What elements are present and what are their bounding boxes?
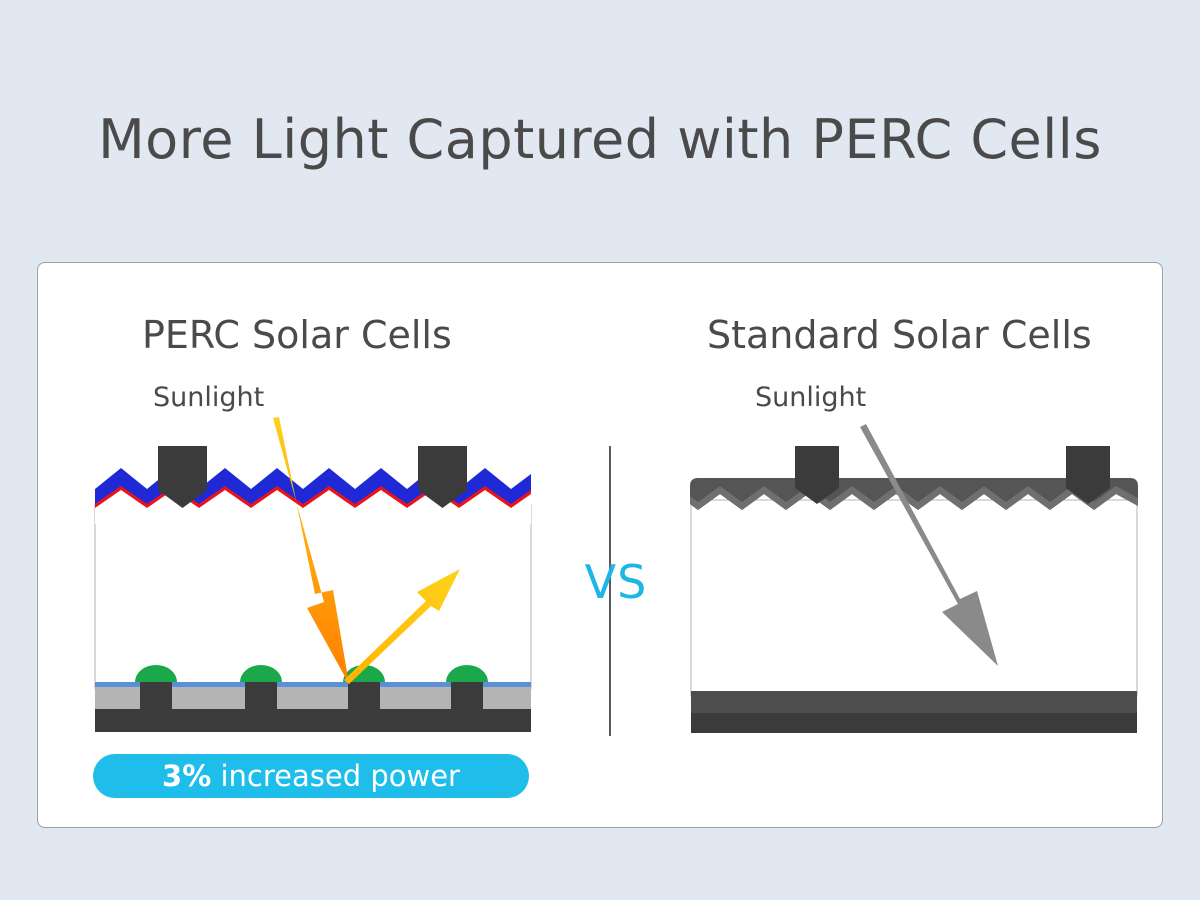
perc-rear-pillar — [348, 682, 380, 710]
panel-divider — [609, 446, 611, 736]
standard-sunlight-label: Sunlight — [755, 382, 867, 413]
vs-label: VS — [584, 555, 648, 609]
sunlight-arrow-icon — [273, 417, 349, 684]
perc-passivation-layer — [172, 682, 245, 687]
perc-passivation-layer — [277, 682, 348, 687]
perc-panel-title: PERC Solar Cells — [142, 313, 452, 357]
standard-front-contact — [795, 446, 839, 504]
increased-power-value: 3% — [162, 759, 212, 793]
perc-rear-pillar — [245, 682, 277, 710]
reflected-light-arrow-icon — [344, 569, 460, 684]
perc-rear-metal — [95, 709, 531, 732]
standard-rear-metal — [691, 713, 1137, 733]
perc-sunlight-label: Sunlight — [153, 382, 265, 413]
perc-dielectric-layer — [95, 687, 140, 709]
increased-power-badge: 3% increased power — [93, 754, 529, 798]
perc-dielectric-layer — [483, 687, 531, 709]
perc-passivation-layer — [483, 682, 531, 687]
standard-cell-diagram — [690, 424, 1138, 733]
comparison-card: PERC Solar Cells Sunlight — [37, 262, 1163, 828]
standard-rear-layer — [691, 691, 1137, 713]
perc-passivation-layer — [380, 682, 451, 687]
perc-rear-contact — [135, 665, 177, 682]
perc-rear-pillar — [140, 682, 172, 710]
perc-front-contact — [158, 446, 207, 508]
perc-texture-fill — [95, 490, 531, 524]
sunlight-arrow-icon — [860, 424, 998, 666]
perc-silicon-body — [94, 503, 532, 690]
standard-silicon-body — [690, 499, 1138, 697]
perc-rear-pillar — [451, 682, 483, 710]
page-title: More Light Captured with PERC Cells — [98, 108, 1102, 171]
perc-dielectric-layer — [380, 687, 451, 709]
perc-passivation-layer — [95, 682, 140, 687]
increased-power-text: increased power — [211, 759, 460, 793]
perc-cell-diagram — [94, 417, 532, 732]
standard-front-contact — [1066, 446, 1110, 504]
perc-rear-contact — [446, 665, 488, 682]
perc-dielectric-layer — [277, 687, 348, 709]
perc-dielectric-layer — [172, 687, 245, 709]
perc-front-contact — [418, 446, 467, 508]
standard-panel-title: Standard Solar Cells — [707, 313, 1092, 357]
perc-rear-contact — [240, 665, 282, 682]
